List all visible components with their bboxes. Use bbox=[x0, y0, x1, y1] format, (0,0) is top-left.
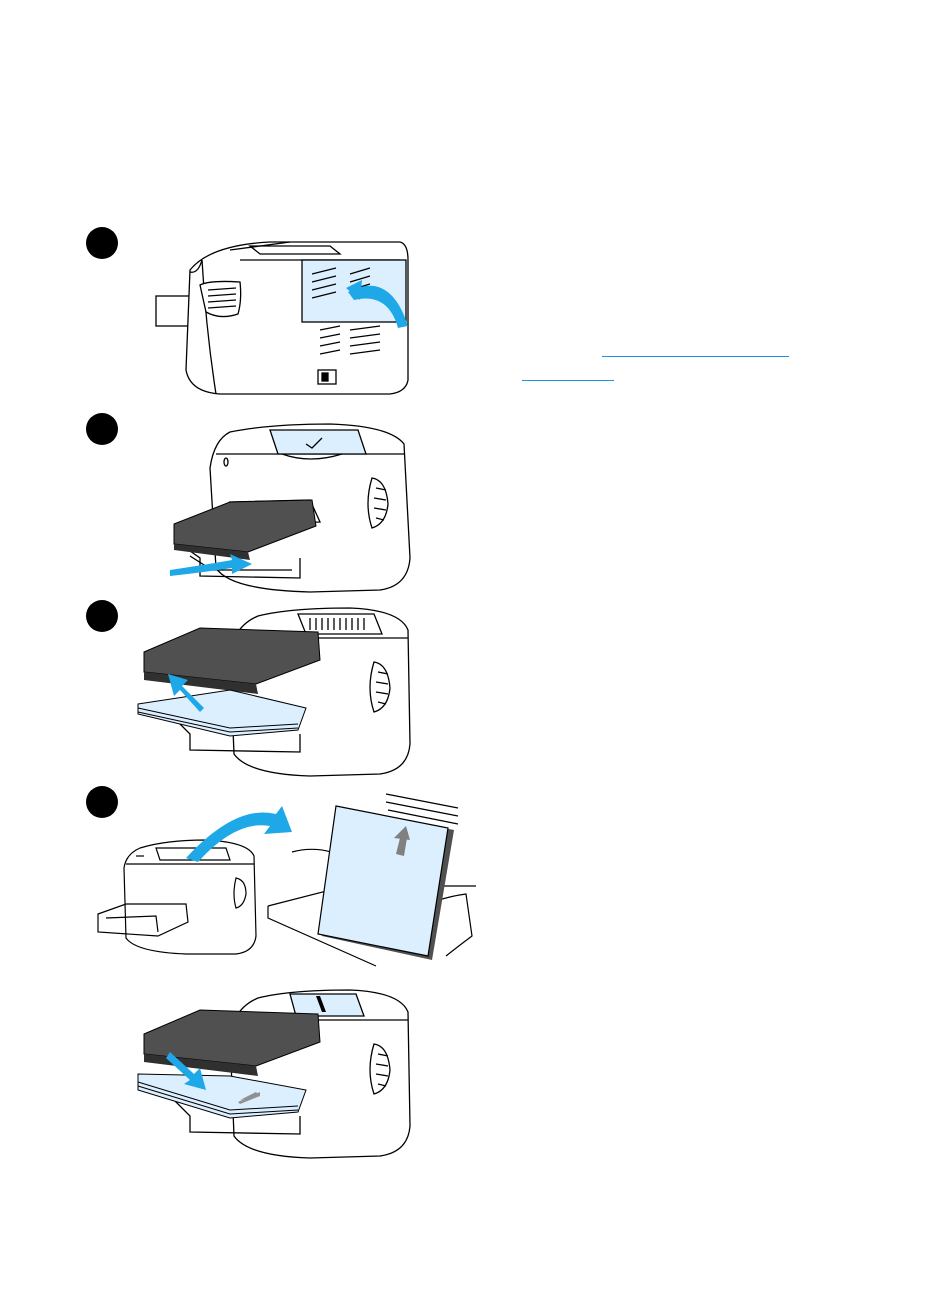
step-1-marker bbox=[86, 227, 118, 259]
printer-tray-cover-svg bbox=[160, 418, 420, 598]
rotate-paper-stack-illustration bbox=[96, 786, 476, 976]
printer-reinsert-paper-illustration bbox=[130, 986, 420, 1166]
step-3-marker bbox=[86, 600, 118, 632]
printer-lift-paper-illustration bbox=[130, 604, 420, 784]
printer-lift-paper-svg bbox=[130, 604, 420, 784]
cross-reference-link-underline-2[interactable] bbox=[522, 380, 614, 381]
cross-reference-link-underline-1[interactable] bbox=[602, 356, 789, 357]
printer-tray-cover-illustration bbox=[160, 418, 420, 598]
printer-reinsert-paper-svg bbox=[130, 986, 420, 1166]
step-2-marker bbox=[86, 413, 118, 445]
rotate-paper-stack-svg bbox=[96, 786, 476, 976]
printer-rear-door-svg bbox=[150, 230, 420, 405]
printer-rear-door-illustration bbox=[150, 230, 420, 405]
